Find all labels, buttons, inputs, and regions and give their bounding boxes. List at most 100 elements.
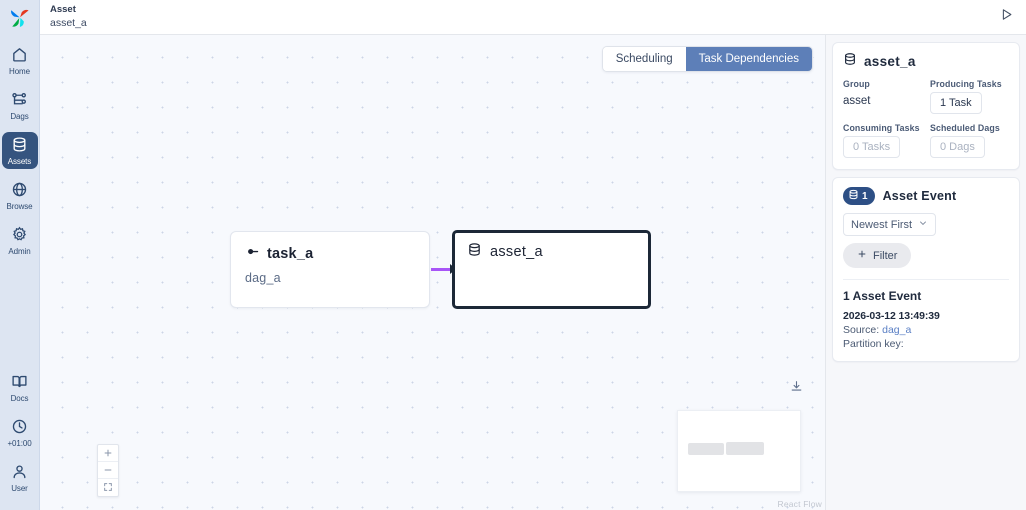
details-panel: asset_a Group asset Producing Tasks 1 Ta… <box>826 35 1026 510</box>
database-icon <box>843 52 857 71</box>
event-partition-row: Partition key: <box>843 338 1009 350</box>
asset-events-title: Asset Event <box>882 189 957 203</box>
field-label: Scheduled Dags <box>930 123 1000 133</box>
event-partition-label: Partition key: <box>843 338 904 350</box>
field-value: asset <box>843 95 871 107</box>
field-producing-tasks: Producing Tasks 1 Task <box>930 79 1009 114</box>
asset-event-count-badge: 1 <box>843 187 875 205</box>
fit-view-button[interactable] <box>98 479 118 496</box>
minimap-node <box>726 442 764 455</box>
field-label: Producing Tasks <box>930 79 1002 89</box>
fit-view-icon <box>103 479 113 497</box>
field-scheduled-dags: Scheduled Dags 0 Dags <box>930 123 1009 158</box>
zoom-in-button[interactable] <box>98 445 118 462</box>
sidebar-item-docs[interactable]: Docs <box>2 369 38 406</box>
user-icon <box>11 463 28 482</box>
scheduled-dags-chip: 0 Dags <box>930 136 985 158</box>
zoom-out-button[interactable] <box>98 462 118 479</box>
topbar: Asset asset_a <box>40 0 1026 35</box>
badge-count: 1 <box>862 190 868 202</box>
sidebar-item-home[interactable]: Home <box>2 42 38 79</box>
sort-order-select[interactable]: Newest First <box>843 213 937 236</box>
sidebar-item-user[interactable]: User <box>2 459 38 496</box>
database-icon <box>848 189 859 203</box>
page-title: asset_a <box>50 16 87 29</box>
tab-scheduling[interactable]: Scheduling <box>602 47 686 71</box>
producing-tasks-chip[interactable]: 1 Task <box>930 92 982 114</box>
asset-summary-header: asset_a <box>843 52 1009 71</box>
home-icon <box>11 46 28 65</box>
gear-icon <box>11 226 28 245</box>
field-spacer <box>843 114 1009 123</box>
consuming-tasks-chip: 0 Tasks <box>843 136 901 158</box>
download-button[interactable] <box>790 380 803 398</box>
sidebar-item-timezone[interactable]: +01:00 <box>2 414 38 451</box>
event-source-label: Source: <box>843 324 880 336</box>
graph-node-task[interactable]: task_a dag_a <box>230 231 430 308</box>
field-group: Group asset <box>843 79 922 114</box>
play-icon <box>999 7 1014 27</box>
graph-tabs: Scheduling Task Dependencies <box>601 46 813 72</box>
task-node-header: task_a <box>245 244 415 264</box>
airflow-logo[interactable] <box>0 2 40 34</box>
event-source-link[interactable]: dag_a <box>882 324 912 336</box>
tab-task-dependencies[interactable]: Task Dependencies <box>685 47 812 71</box>
asset-node-title: asset_a <box>490 244 543 260</box>
task-node-title: task_a <box>267 246 314 262</box>
zoom-controls <box>97 444 119 497</box>
main-row: Scheduling Task Dependencies task_a dag_… <box>40 35 1026 510</box>
asset-fields-grid: Group asset Producing Tasks 1 Task <box>843 79 1009 114</box>
graph-edge <box>431 268 453 271</box>
book-icon <box>11 373 28 392</box>
trigger-run-button[interactable] <box>994 5 1018 29</box>
asset-summary-title: asset_a <box>864 54 916 69</box>
add-filter-button[interactable]: Filter <box>843 243 912 268</box>
database-icon <box>11 136 28 155</box>
task-node-subtitle: dag_a <box>245 271 281 285</box>
field-label: Group <box>843 79 870 89</box>
graph-canvas[interactable]: Scheduling Task Dependencies task_a dag_… <box>40 35 826 510</box>
filter-label: Filter <box>873 249 898 262</box>
sidebar-item-label: Dags <box>10 112 29 121</box>
asset-event-count-text: 1 Asset Event <box>843 289 922 303</box>
sidebar-item-label: Docs <box>10 394 29 403</box>
sort-order-value: Newest First <box>851 218 913 231</box>
sidebar: Home Dags <box>0 0 40 510</box>
asset-node-header: asset_a <box>467 242 636 262</box>
chevron-down-icon <box>918 218 928 231</box>
sidebar-secondary-items: Docs +01:00 User <box>0 369 39 510</box>
sidebar-item-label: +01:00 <box>7 439 32 448</box>
sidebar-item-dags[interactable]: Dags <box>2 87 38 124</box>
sidebar-item-label: User <box>11 484 28 493</box>
minimap[interactable] <box>677 410 801 492</box>
content-area: Asset asset_a Scheduling Task Dependenci… <box>40 0 1026 510</box>
panel-divider <box>843 279 1009 280</box>
asset-events-header: 1 Asset Event <box>843 187 1009 205</box>
asset-events-card: 1 Asset Event Newest First <box>832 177 1020 362</box>
graph-node-asset[interactable]: asset_a <box>452 230 651 309</box>
event-source-row: Source: dag_a <box>843 324 1009 336</box>
database-icon <box>467 242 482 262</box>
asset-event-item[interactable]: 2026-03-12 13:49:39 Source: dag_a Partit… <box>843 310 1009 350</box>
sidebar-item-label: Assets <box>7 157 32 166</box>
minimap-node <box>688 443 724 455</box>
dag-icon <box>11 91 28 110</box>
asset-fields-grid-2: Consuming Tasks 0 Tasks Scheduled Dags 0… <box>843 123 1009 158</box>
clock-icon <box>11 418 28 437</box>
sidebar-item-admin[interactable]: Admin <box>2 222 38 259</box>
globe-icon <box>11 181 28 200</box>
task-icon <box>245 244 260 264</box>
download-icon <box>790 380 803 397</box>
plus-icon <box>857 249 867 262</box>
sidebar-item-browse[interactable]: Browse <box>2 177 38 214</box>
react-flow-attribution[interactable]: React Flow <box>777 499 822 509</box>
sidebar-item-assets[interactable]: Assets <box>1 132 38 169</box>
breadcrumb: Asset asset_a <box>50 4 87 29</box>
asset-summary-card: asset_a Group asset Producing Tasks 1 Ta… <box>832 42 1020 170</box>
sidebar-item-label: Browse <box>6 202 33 211</box>
event-timestamp: 2026-03-12 13:49:39 <box>843 310 940 322</box>
sidebar-item-label: Admin <box>8 247 31 256</box>
sidebar-primary-items: Home Dags <box>0 42 39 267</box>
field-label: Consuming Tasks <box>843 123 920 133</box>
